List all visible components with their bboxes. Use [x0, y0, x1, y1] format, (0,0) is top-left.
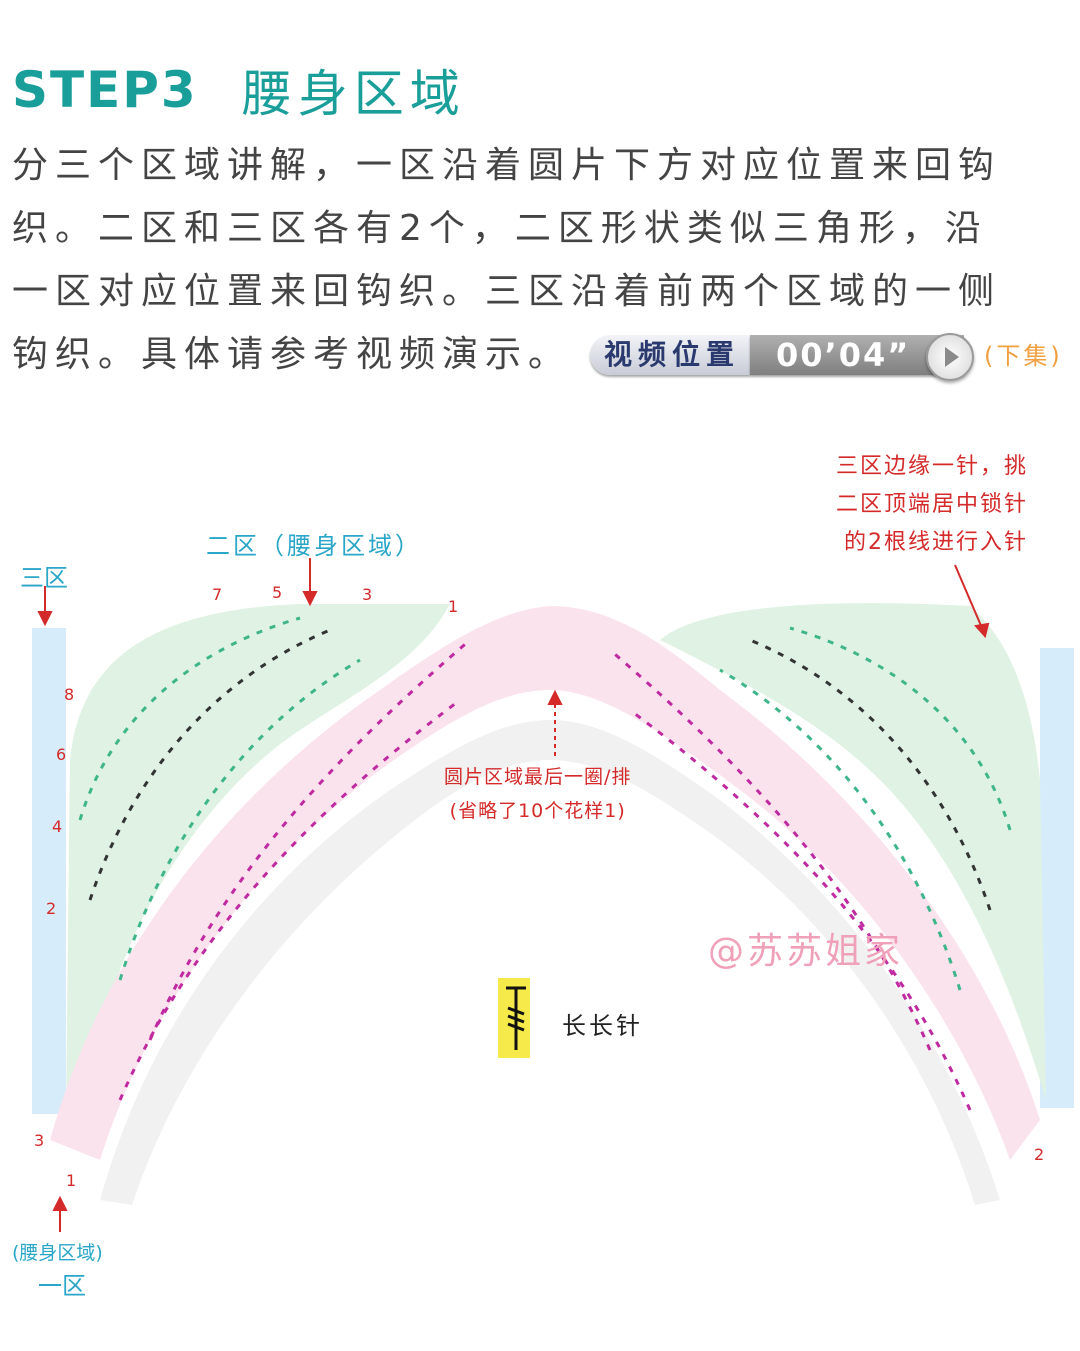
play-icon[interactable]	[926, 333, 974, 381]
row-number: 5	[272, 583, 282, 602]
zone3-strip-left	[32, 628, 66, 1114]
watermark: @苏苏姐家	[708, 931, 904, 972]
arrow-right-note	[954, 564, 983, 629]
inner-band	[100, 720, 1000, 1205]
right-note-line: 二区顶端居中锁针	[836, 492, 1029, 517]
title-row: STEP3 腰身区域	[12, 58, 466, 123]
center-note: 圆片区域最后一圈/排 (省略了10个花样1)	[444, 760, 631, 828]
arrow-head	[302, 591, 318, 607]
zone2-right-region	[660, 603, 1046, 1100]
zone1-arch	[50, 606, 1040, 1160]
row-number: 7	[212, 585, 222, 604]
description: 分三个区域讲解，一区沿着圆片下方对应位置来回钩 织。二区和三区各有2个，二区形状…	[12, 134, 1072, 386]
right-note-line: 的2根线进行入针	[844, 530, 1029, 555]
zone3-strip-right	[1040, 648, 1074, 1108]
row-number: 2	[1034, 1145, 1044, 1164]
row-number: 3	[362, 585, 372, 604]
stitch-row	[88, 628, 331, 901]
center-note-line: (省略了10个花样1)	[449, 800, 626, 822]
video-episode: (下集)	[984, 342, 1063, 370]
zone2-label: 二区（腰身区域）	[206, 532, 422, 560]
zone3-label: 三区	[20, 564, 68, 592]
center-note-line: 圆片区域最后一圈/排	[444, 766, 632, 788]
arrow-head	[37, 611, 53, 627]
arrow-head	[52, 1195, 68, 1211]
row-number: 3	[34, 1131, 44, 1150]
description-line: 钩织。具体请参考视频演示。	[12, 334, 572, 375]
stitch-row	[78, 616, 301, 821]
legend-label: 长长针	[562, 1012, 643, 1040]
treble-crochet-symbol	[506, 986, 526, 1050]
zone1-label: 一区	[38, 1272, 86, 1300]
row-numbers: 8 6 4 2 7 5 3 1 3 1 2	[34, 583, 1044, 1190]
row-number: 1	[448, 597, 458, 616]
stitch-row	[148, 638, 471, 1041]
row-number: 2	[46, 899, 56, 918]
arrows	[37, 558, 990, 1232]
description-line: 织。二区和三区各有2个，二区形状类似三角形，沿	[12, 208, 988, 249]
description-line: 一区对应位置来回钩织。三区沿着前两个区域的一侧	[12, 271, 1002, 312]
crochet-diagram: 8 6 4 2 7 5 3 1 3 1 2	[32, 558, 1074, 1232]
stitch-row	[609, 648, 932, 1051]
right-note-line: 三区边缘一针，挑	[836, 454, 1029, 479]
page-title: 腰身区域	[241, 65, 466, 123]
stitch-row	[749, 638, 992, 911]
stitch-row	[629, 708, 972, 1111]
step-label: STEP3	[12, 61, 198, 119]
arrow-head	[974, 622, 990, 639]
stitch-row	[118, 658, 361, 981]
row-number: 4	[52, 817, 62, 836]
stitch-row	[719, 668, 962, 991]
stitch-rows	[78, 616, 1012, 1111]
stitch-row	[118, 698, 461, 1101]
video-badge-label: 视频位置	[590, 335, 751, 375]
video-position-badge[interactable]: 视频位置 00’04”	[590, 334, 965, 376]
arrow-head	[547, 689, 563, 705]
right-note: 三区边缘一针，挑 二区顶端居中锁针 的2根线进行入针	[836, 448, 1028, 562]
description-line: 分三个区域讲解，一区沿着圆片下方对应位置来回钩	[12, 145, 1002, 186]
row-number: 1	[66, 1171, 76, 1190]
zone1-sub-label: (腰身区域)	[12, 1242, 103, 1264]
zone2-left-region	[66, 604, 450, 1110]
row-number: 6	[56, 745, 66, 764]
row-number: 8	[64, 685, 74, 704]
stitch-row	[789, 626, 1012, 831]
